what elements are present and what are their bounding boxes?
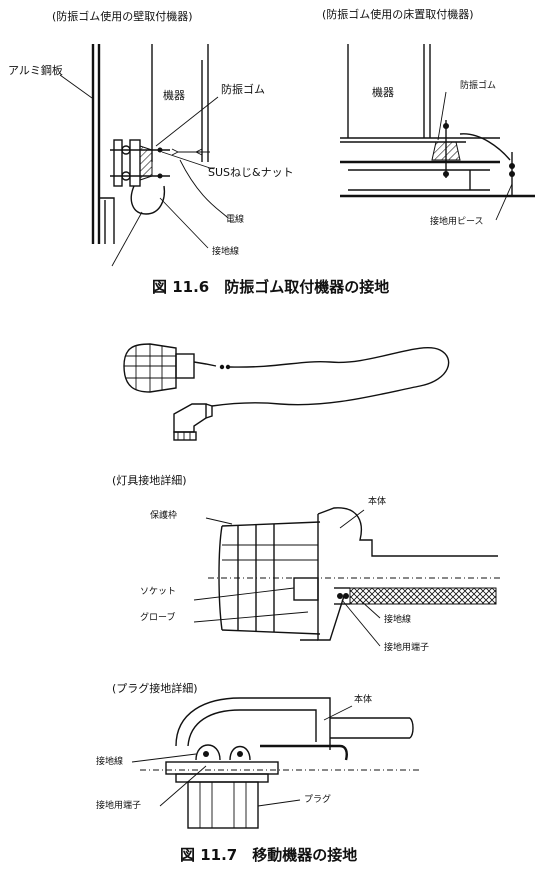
wall-mount-diagram <box>59 44 229 267</box>
heading-lamp-detail: (灯具接地詳細) <box>112 473 187 487</box>
label-lamp-body: 本体 <box>368 495 386 507</box>
label-aluminum-frame: アルミ鋼板 <box>8 63 63 77</box>
label-sus-screw: SUSねじ&ナット <box>208 166 294 179</box>
label-plug: プラグ <box>304 793 331 805</box>
label-rubber-right: 防振ゴム <box>460 79 496 91</box>
plug-ground-detail <box>131 697 420 829</box>
label-equipment-right: 機器 <box>372 85 394 99</box>
label-ground-piece: 接地用ピース <box>430 215 484 227</box>
caption-fig-11-7: 図 11.7 移動機器の接地 <box>180 846 357 864</box>
label-globe: グローブ <box>140 611 175 623</box>
heading-plug-detail: (プラグ接地詳細) <box>112 681 198 695</box>
heading-floor-mounted: (防振ゴム使用の床置取付機器) <box>322 7 474 21</box>
label-lamp-ground-wire: 接地線 <box>384 613 411 625</box>
label-guard-frame: 保護枠 <box>150 509 177 521</box>
heading-wall-mounted: (防振ゴム使用の壁取付機器) <box>52 9 193 23</box>
label-rubber-left: 防振ゴム <box>221 82 265 96</box>
portable-lamp-overview <box>123 343 450 441</box>
label-equipment-left: 機器 <box>163 88 185 102</box>
label-plug-ground-wire: 接地線 <box>96 755 123 767</box>
label-socket: ソケット <box>140 586 176 597</box>
label-electric-wire: 電線 <box>226 213 244 225</box>
lamp-ground-detail <box>193 507 500 647</box>
label-plug-ground-terminal: 接地用端子 <box>96 799 141 811</box>
label-lamp-ground-terminal: 接地用端子 <box>384 641 429 653</box>
label-plug-body: 本体 <box>354 693 372 705</box>
floor-mount-diagram <box>340 44 535 221</box>
label-ground-wire-left: 接地線 <box>212 245 239 257</box>
caption-fig-11-6: 図 11.6 防振ゴム取付機器の接地 <box>152 278 389 296</box>
